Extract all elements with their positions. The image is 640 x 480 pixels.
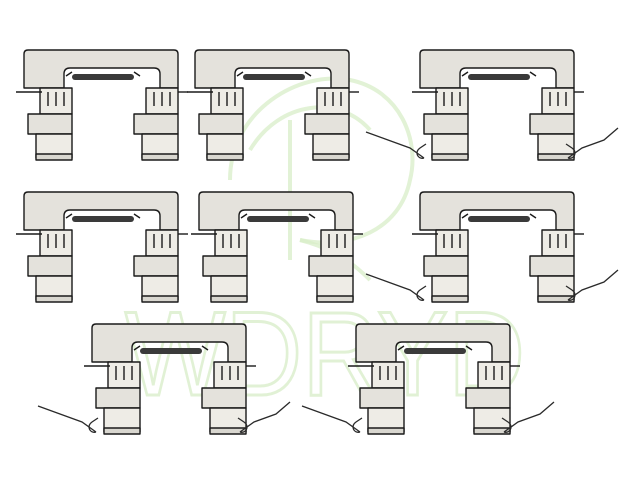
clip-bridge [23,49,179,89]
left-leg [423,229,469,303]
brake-clip [301,323,555,435]
brake-clip [16,49,188,161]
left-leg [423,87,469,161]
left-leg [359,361,405,435]
brake-clip [37,323,291,435]
left-leg [27,229,73,303]
clip-bridge [419,191,575,231]
clip-bridge [355,323,511,363]
left-leg [198,87,244,161]
left-leg [95,361,141,435]
right-leg [308,229,354,303]
slot-bar [468,216,530,222]
slot-bar [72,216,134,222]
slot-bar [468,74,530,80]
clip-bridge [194,49,350,89]
right-leg [465,361,511,435]
clip-bridge [23,191,179,231]
spring-wire [565,127,619,159]
clip-bridge [91,323,247,363]
brake-clip [187,49,359,161]
spring-wire [365,131,427,159]
slot-bar [404,348,466,354]
clip-bridge [198,191,354,231]
brake-clip [365,191,619,303]
brake-clip [365,49,619,161]
slot-bar [140,348,202,354]
leaf-ring-logo-icon [228,76,415,282]
right-leg [133,87,179,161]
slot-bar [243,74,305,80]
right-leg [529,229,575,303]
slot-bar [247,216,309,222]
right-leg [133,229,179,303]
brake-clip [191,191,363,303]
slot-bar [72,74,134,80]
spring-wire [365,273,427,301]
right-leg [304,87,350,161]
left-leg [202,229,248,303]
spring-wire [301,405,363,433]
clip-bridge [419,49,575,89]
left-leg [27,87,73,161]
spring-wire [237,401,291,433]
right-leg [201,361,247,435]
clip-set [16,49,619,435]
spring-wire [501,401,555,433]
spring-wire [37,405,99,433]
brake-clip [16,191,188,303]
spring-wire [565,269,619,301]
right-leg [529,87,575,161]
